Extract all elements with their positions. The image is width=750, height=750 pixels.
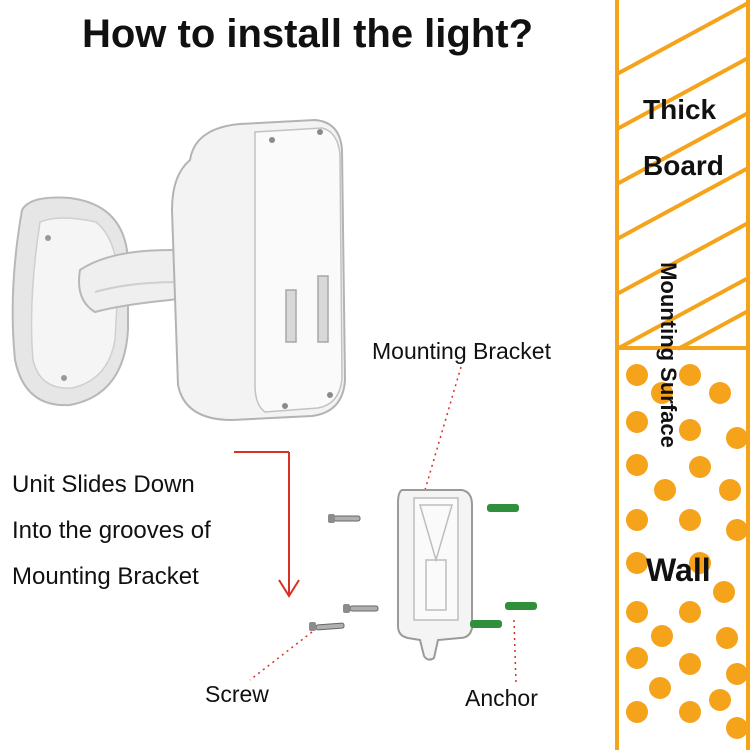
instruction-line-1: Unit Slides Down [12, 471, 195, 498]
instructions: Unit Slides Down Into the grooves of Mou… [12, 462, 211, 600]
board-hatching [616, 0, 750, 351]
mounting-surface-label: Mounting Surface [656, 262, 681, 448]
wall-dots [626, 364, 748, 739]
leader-lines [249, 366, 517, 685]
screws [309, 514, 379, 631]
screw-label: Screw [205, 681, 269, 707]
mounting-bracket [397, 489, 473, 661]
anchor-label: Anchor [465, 685, 538, 711]
screw-1 [328, 514, 361, 523]
mounting-bracket-label: Mounting Bracket [372, 338, 551, 364]
screw-3 [309, 622, 345, 631]
board-label-line-1: Thick [643, 94, 717, 125]
board-label-line-2: Board [643, 150, 724, 181]
wall-label: Wall [646, 552, 711, 588]
instruction-line-3: Mounting Bracket [12, 563, 199, 590]
anchors [470, 504, 537, 628]
instruction-line-2: Into the grooves of [12, 517, 211, 544]
light-unit [11, 118, 347, 422]
screw-2 [343, 604, 379, 613]
page-title: How to install the light? [81, 12, 534, 56]
slide-down-arrow [234, 451, 300, 598]
wall-panel [615, 0, 750, 750]
